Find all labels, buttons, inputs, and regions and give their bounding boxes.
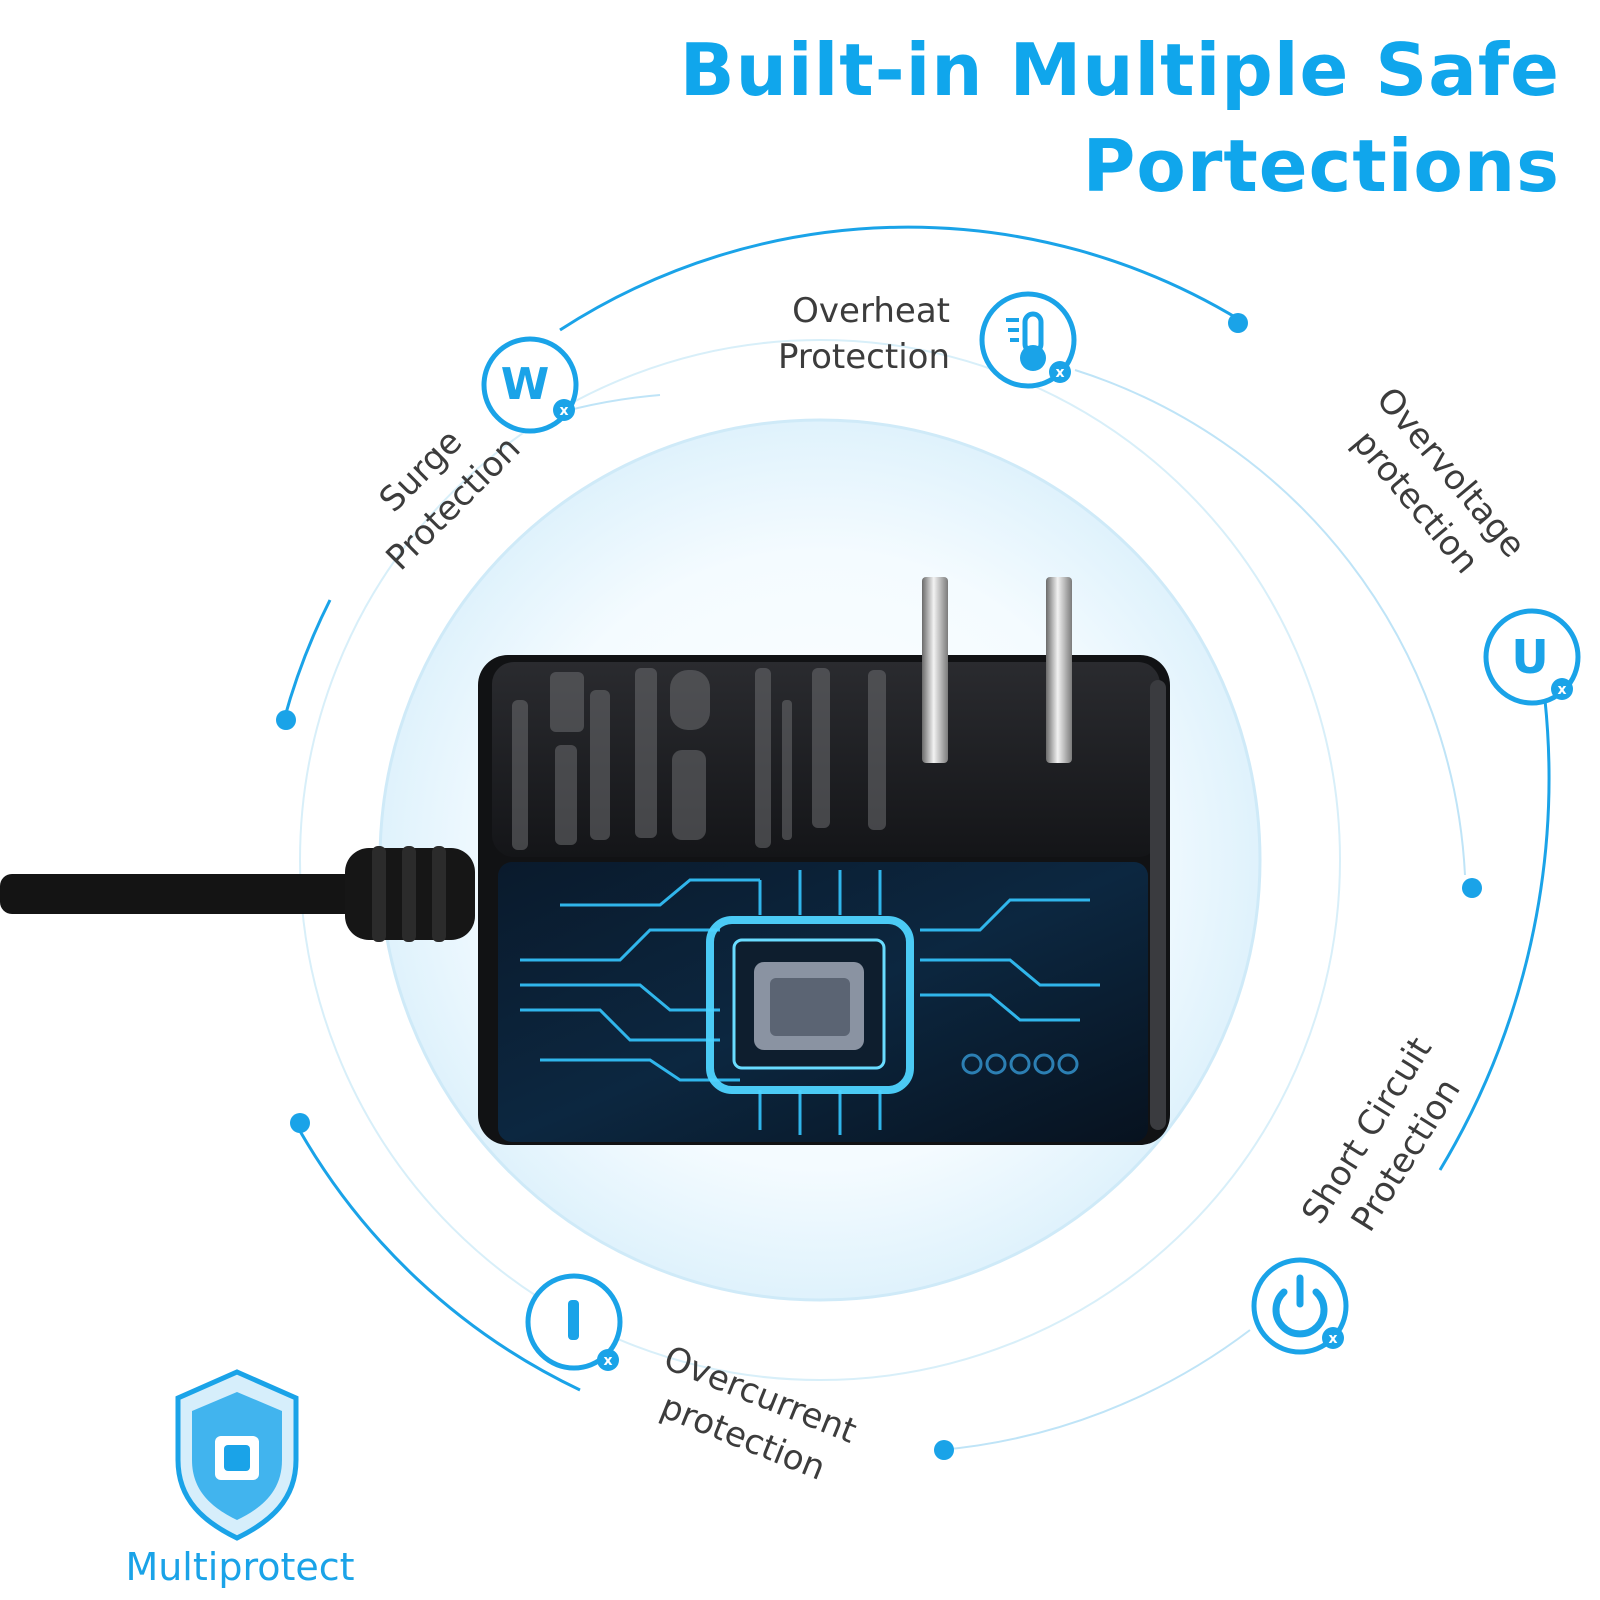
plug-prong-left xyxy=(922,577,948,763)
ring-dot xyxy=(276,710,296,730)
overheat-line2: Protection xyxy=(777,337,950,377)
outer-arc-top xyxy=(559,225,1241,332)
page-title: Built-in Multiple Safe Portections xyxy=(679,28,1560,208)
multiprotect-label: Multiprotect xyxy=(125,1545,355,1589)
overheat-line1: Overheat xyxy=(792,291,950,331)
ring-dot xyxy=(290,1113,310,1133)
overheat-label: Overheat Protection xyxy=(740,288,950,380)
inner-arc-right xyxy=(1074,369,1466,876)
inner-arc-bottom xyxy=(939,1329,1251,1451)
cable-strain-relief xyxy=(345,846,475,942)
power-x-icon: x xyxy=(1248,1254,1352,1358)
svg-text:x: x xyxy=(603,1353,612,1369)
outer-arc-left xyxy=(282,599,332,721)
svg-text:x: x xyxy=(1055,365,1064,381)
thermometer-x-icon: x xyxy=(976,290,1080,394)
outer-arc-bottom-left xyxy=(294,1123,581,1392)
ring-dot xyxy=(934,1440,954,1460)
charger-label-blurred xyxy=(512,668,886,850)
chip-icon xyxy=(706,916,914,1094)
ring-dot xyxy=(1228,313,1248,333)
svg-text:W: W xyxy=(501,359,550,410)
circuit-pads xyxy=(961,1053,1079,1075)
shield-chip-icon xyxy=(175,1369,299,1541)
u-x-icon: U x xyxy=(1480,605,1584,709)
svg-text:x: x xyxy=(559,403,568,419)
outer-arc-right xyxy=(1438,699,1551,1171)
surge-protection-icon: W x xyxy=(478,333,582,437)
plug-prong-right xyxy=(1046,577,1072,763)
svg-text:x: x xyxy=(1557,682,1566,698)
middle-ring xyxy=(299,339,1341,1381)
power-cable xyxy=(0,874,360,914)
circuit-traces xyxy=(520,870,1100,1135)
i-x-icon: x xyxy=(522,1272,626,1376)
ring-dot xyxy=(1462,878,1482,898)
svg-text:U: U xyxy=(1511,630,1548,684)
svg-text:x: x xyxy=(1328,1331,1337,1347)
